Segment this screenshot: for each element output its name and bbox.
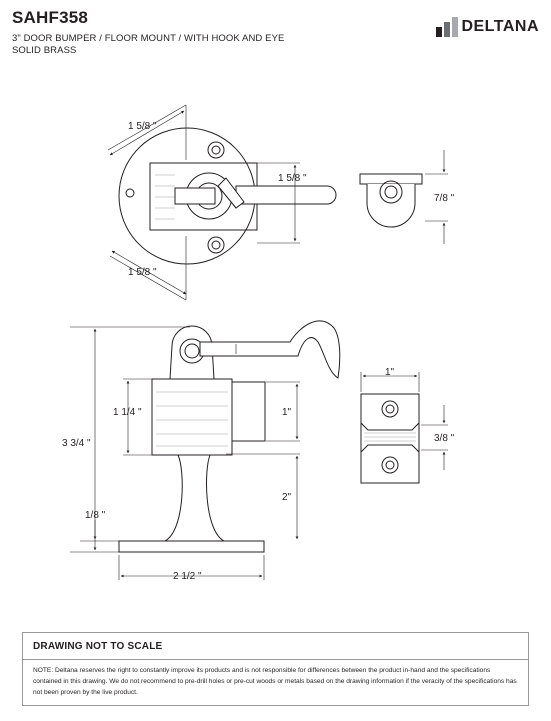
- eye-side-view: [359, 150, 448, 244]
- footer-note: NOTE: Deltana reserves the right to cons…: [33, 667, 517, 696]
- deltana-logo-icon: [436, 17, 459, 37]
- dim-eye-height: 7/8 ": [434, 193, 455, 204]
- product-description: 3" DOOR BUMPER / FLOOR MOUNT / WITH HOOK…: [12, 33, 285, 44]
- dim-eye-side-height: 1": [282, 407, 292, 418]
- dim-plate-gap: 3/8 ": [434, 433, 455, 444]
- dim-top-hook-length: 1 5/8 ": [278, 173, 307, 184]
- brand-logo: DELTANA: [436, 17, 539, 37]
- top-view: [107, 104, 337, 301]
- technical-drawing: 1 5/8 " 1 5/8 " 1 5/8 " 7/8 " 3 3/4 " 1 …: [62, 104, 455, 582]
- dim-base-width: 2 1/2 ": [173, 571, 202, 582]
- dim-overall-height: 3 3/4 ": [62, 438, 91, 449]
- footer-heading: DRAWING NOT TO SCALE: [23, 633, 528, 660]
- plate-view: [360, 372, 448, 484]
- dim-base-thickness: 1/8 ": [85, 510, 106, 521]
- front-view: [70, 320, 341, 580]
- model-number: SAHF358: [12, 8, 89, 27]
- footer-box: DRAWING NOT TO SCALE NOTE: Deltana reser…: [22, 632, 529, 706]
- brand-name: DELTANA: [461, 18, 539, 35]
- dim-top-lower-span: 1 5/8 ": [128, 267, 157, 278]
- dim-top-upper-span: 1 5/8 ": [128, 121, 157, 132]
- dim-head-height: 1 1/4 ": [113, 407, 142, 418]
- dim-plate-width: 1": [385, 367, 395, 378]
- dim-stem-height: 2": [282, 492, 292, 503]
- product-finish: SOLID BRASS: [12, 45, 77, 56]
